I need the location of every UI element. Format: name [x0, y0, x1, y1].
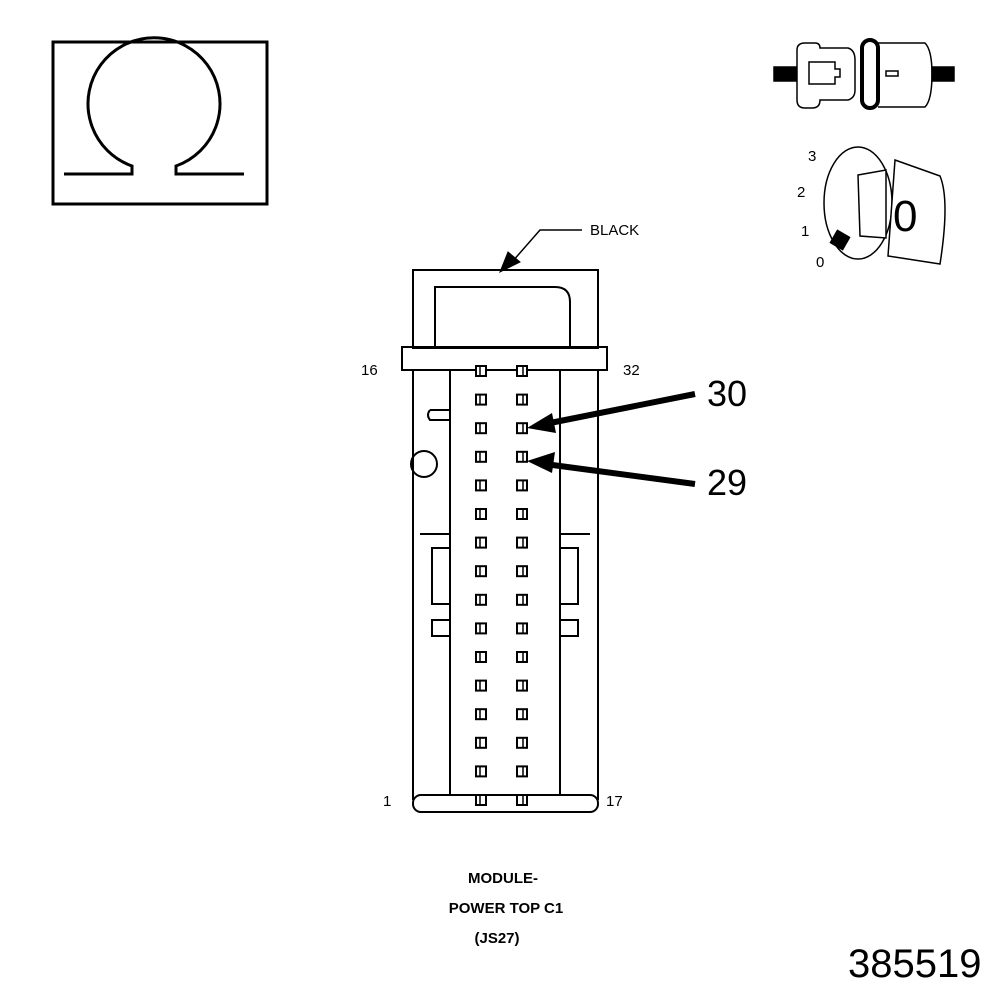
pin-cavity-5: [475, 679, 487, 692]
pin-cavity-27: [516, 508, 528, 520]
pin-cavity-12: [475, 479, 487, 492]
pin-cavity-4: [475, 708, 487, 721]
pin-cavity-29: [516, 450, 528, 463]
pin-label-1: 1: [383, 793, 392, 810]
pin-cavity-9: [475, 565, 487, 578]
connector-title-line3: (JS27): [474, 930, 520, 947]
pin-cavity-22: [516, 651, 528, 663]
pin-cavity-6: [475, 651, 487, 663]
figure-number: 385519: [848, 942, 982, 986]
pin-cavity-8: [475, 593, 487, 606]
color-leader-arrow: [499, 229, 582, 274]
pin-cavity-16: [475, 365, 487, 377]
pin-cavity-13: [475, 450, 487, 463]
callout-arrow-29: [527, 452, 696, 487]
pin-label-32: 32: [623, 362, 640, 379]
pin-cavities: [475, 365, 528, 806]
pin-label-17: 17: [606, 793, 623, 810]
ignition-pos-0: 0: [816, 254, 825, 271]
pin-cavity-26: [516, 536, 528, 549]
pin-cavity-31: [516, 393, 528, 406]
pin-cavity-20: [516, 708, 528, 721]
pin-cavity-10: [475, 536, 487, 549]
ignition-pos-2: 2: [797, 184, 806, 201]
pin-cavity-25: [516, 565, 528, 578]
pin-cavity-3: [475, 736, 487, 749]
pin-cavity-17: [516, 794, 528, 806]
pin-cavity-32: [516, 365, 528, 377]
key-label: 0: [893, 192, 918, 241]
connector-icon: [773, 38, 955, 110]
connector-body: [401, 269, 608, 813]
callout-arrow-30: [527, 391, 696, 433]
pin-cavity-21: [516, 679, 528, 692]
pin-cavity-30: [516, 422, 528, 435]
wire-color-label: BLACK: [590, 222, 640, 239]
pin-cavity-7: [475, 622, 487, 635]
pin-cavity-14: [475, 422, 487, 435]
pin-cavity-2: [475, 765, 487, 778]
pin-cavity-18: [516, 765, 528, 778]
pin-label-16: 16: [361, 362, 378, 379]
pin-cavity-11: [475, 508, 487, 520]
ignition-pos-3: 3: [808, 148, 817, 165]
pin-cavity-19: [516, 736, 528, 749]
callout-label-30: 30: [707, 373, 748, 414]
connector-title-line2: POWER TOP C1: [448, 900, 564, 917]
ignition-key-icon: [823, 146, 946, 265]
ohm-meter-icon: [51, 36, 269, 206]
pin-cavity-23: [516, 622, 528, 635]
callout-label-29: 29: [707, 462, 748, 503]
pin-cavity-28: [516, 479, 528, 492]
pin-cavity-1: [475, 794, 487, 806]
ignition-pos-1: 1: [801, 223, 810, 240]
pin-cavity-24: [516, 593, 528, 606]
pin-cavity-15: [475, 393, 487, 406]
connector-title-line1: MODULE-: [468, 870, 538, 887]
